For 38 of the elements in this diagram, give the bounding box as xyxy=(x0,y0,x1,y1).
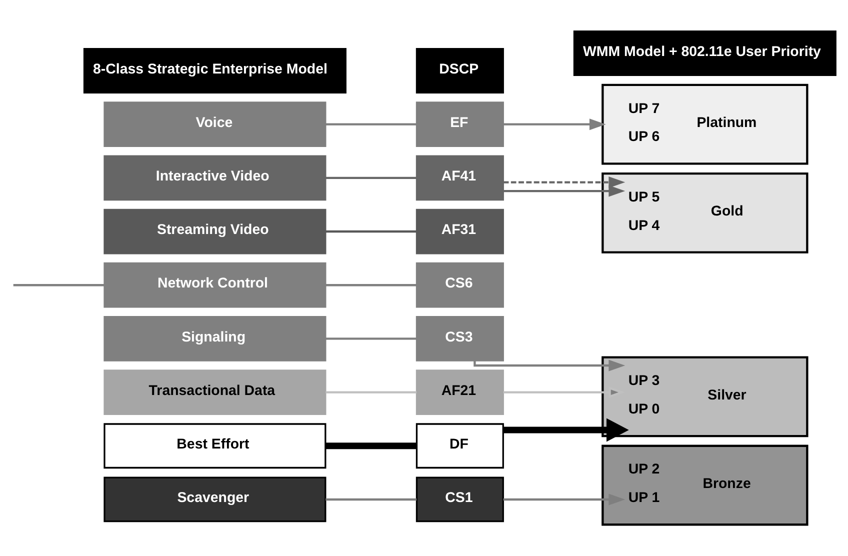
arrow xyxy=(503,494,626,506)
node-box: Best Effort xyxy=(104,423,326,469)
arrow xyxy=(474,360,626,372)
node-box: Interactive Video xyxy=(104,155,326,201)
node-box: EF xyxy=(416,102,504,148)
node-box: Signaling xyxy=(104,316,326,362)
node-box: UP 7 Platinum UP 6 xyxy=(602,84,808,165)
node-box: AF21 xyxy=(416,370,504,415)
arrow xyxy=(503,118,606,130)
connector xyxy=(326,442,417,450)
node-box: DSCP xyxy=(416,48,504,94)
connector xyxy=(326,176,417,180)
arrow xyxy=(503,418,629,442)
arrow xyxy=(503,185,626,197)
connector xyxy=(326,284,417,286)
node-box: AF31 xyxy=(416,208,504,254)
node-box: CS3 xyxy=(416,316,504,362)
node-box: AF41 xyxy=(416,155,504,201)
node-box: CS1 xyxy=(416,476,504,522)
arrow xyxy=(503,176,626,188)
node-box: WMM Model + 802.11e User Priority xyxy=(573,30,836,76)
node-box: DF xyxy=(416,423,504,469)
node-box: Voice xyxy=(104,102,326,148)
node-box: Streaming Video xyxy=(104,208,326,254)
connector xyxy=(326,498,417,501)
connector xyxy=(326,338,417,340)
connector xyxy=(326,391,417,394)
node-box: UP 2 Bronze UP 1 xyxy=(602,444,808,526)
node-box: Network Control xyxy=(104,262,326,308)
connector xyxy=(326,230,417,233)
node-box: CS6 xyxy=(416,262,504,308)
node-box: UP 3 Silver UP 0 xyxy=(602,356,808,438)
connector xyxy=(13,284,104,286)
node-box: Transactional Data xyxy=(104,370,326,415)
node-box: 8-Class Strategic Enterprise Model xyxy=(83,48,346,94)
node-box: Scavenger xyxy=(104,476,326,522)
connector xyxy=(326,123,417,126)
node-box: UP 5 Gold UP 4 xyxy=(602,172,808,254)
